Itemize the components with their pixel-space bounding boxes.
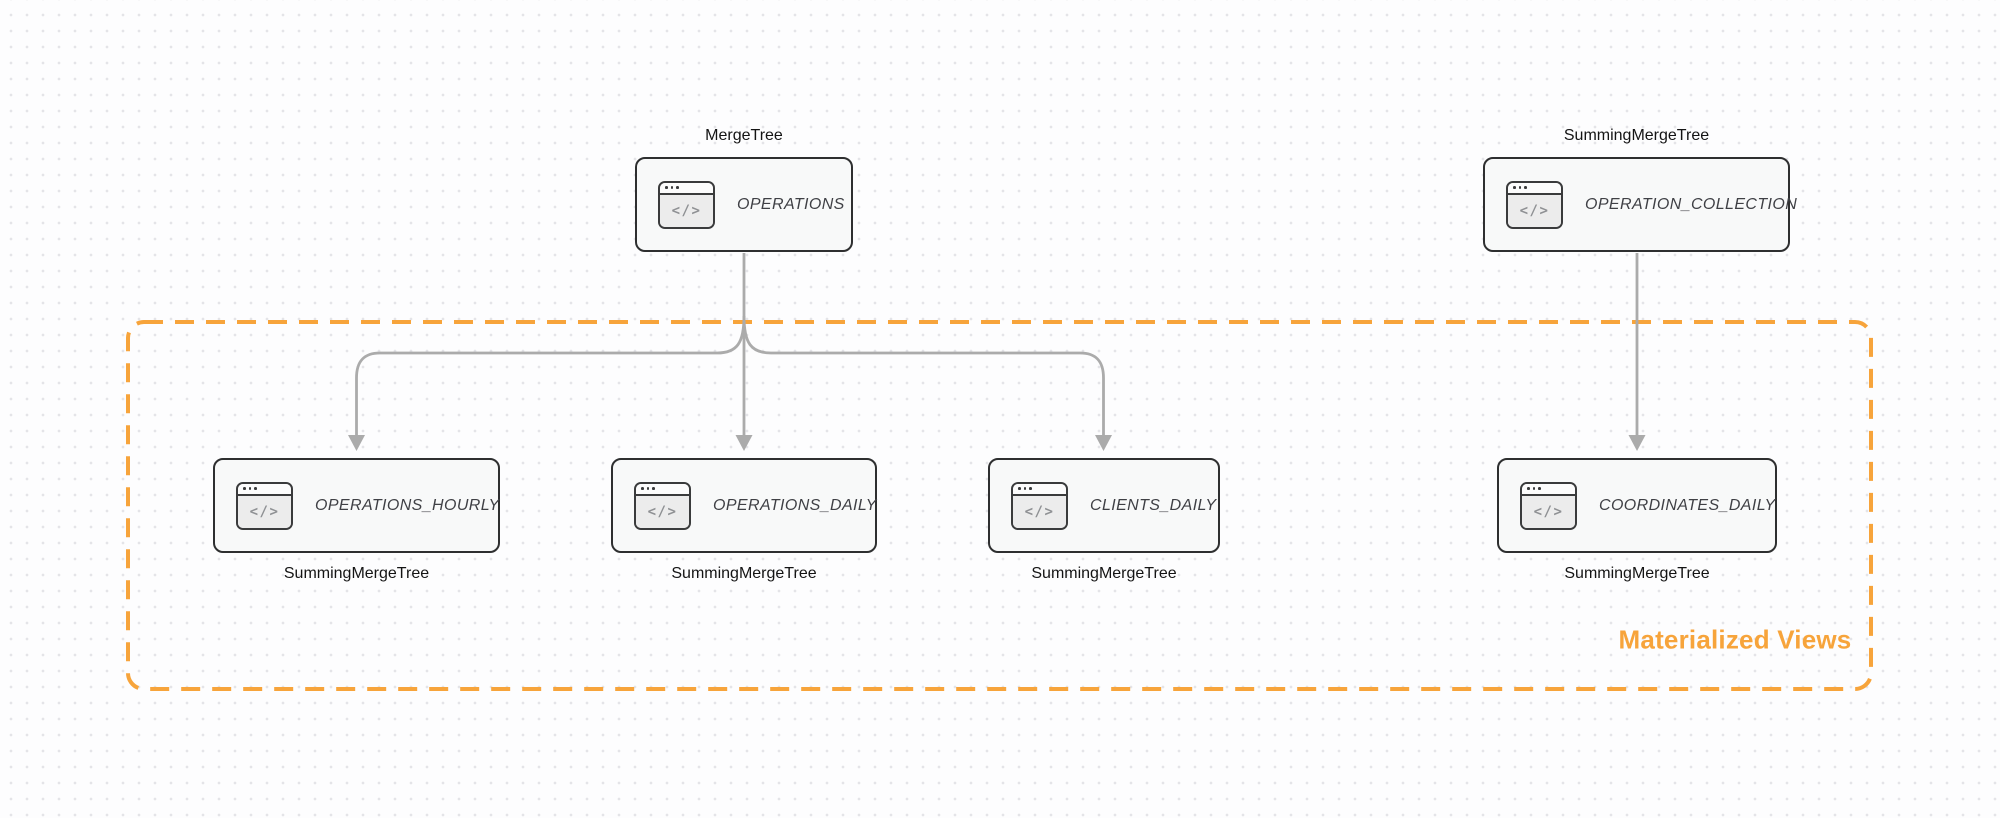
code-glyph: </> bbox=[1013, 495, 1066, 528]
code-window-icon: </> bbox=[1520, 481, 1577, 530]
node-operation-collection: SummingMergeTree </> OPERATION_COLLECTIO… bbox=[1483, 126, 1797, 252]
code-glyph: </> bbox=[1508, 194, 1561, 227]
code-window-icon: </> bbox=[1506, 180, 1563, 229]
engine-label-operation-collection: SummingMergeTree bbox=[1563, 127, 1710, 144]
node-operations-daily: </> OPERATIONS_DAILY SummingMergeTree bbox=[611, 458, 877, 584]
node-box-operation-collection[interactable]: </> OPERATION_COLLECTION bbox=[1483, 157, 1797, 252]
engine-label-operations: MergeTree bbox=[705, 127, 783, 144]
window-dots-icon bbox=[1013, 483, 1066, 496]
code-window-icon: </> bbox=[634, 481, 691, 530]
engine-label-clients-daily: SummingMergeTree bbox=[1031, 565, 1177, 582]
code-window-icon: </> bbox=[236, 481, 293, 530]
engine-label-operations-daily: SummingMergeTree bbox=[671, 565, 817, 582]
node-box-coordinates-daily[interactable]: </> COORDINATES_DAILY bbox=[1497, 458, 1777, 553]
window-dots-icon bbox=[1508, 182, 1561, 195]
code-window-icon: </> bbox=[1011, 481, 1068, 530]
window-dots-icon bbox=[636, 483, 689, 496]
edge-operations-to-clients-daily bbox=[742, 315, 1112, 451]
engine-label-operations-hourly: SummingMergeTree bbox=[283, 565, 430, 582]
edge-operation-collection-to-coordinates-daily bbox=[1628, 253, 1646, 451]
code-glyph: </> bbox=[636, 495, 689, 528]
node-box-operations-daily[interactable]: </> OPERATIONS_DAILY bbox=[611, 458, 877, 553]
node-box-operations-hourly[interactable]: </> OPERATIONS_HOURLY bbox=[213, 458, 500, 553]
engine-label-coordinates-daily: SummingMergeTree bbox=[1564, 565, 1710, 582]
node-label-operations: OPERATIONS bbox=[737, 195, 845, 213]
node-box-clients-daily[interactable]: </> CLIENTS_DAILY bbox=[988, 458, 1220, 553]
node-label-coordinates-daily: COORDINATES_DAILY bbox=[1599, 496, 1776, 514]
code-glyph: </> bbox=[238, 495, 291, 528]
code-window-icon: </> bbox=[658, 180, 715, 229]
window-dots-icon bbox=[238, 483, 291, 496]
node-coordinates-daily: </> COORDINATES_DAILY SummingMergeTree bbox=[1497, 458, 1777, 584]
window-dots-icon bbox=[1522, 483, 1575, 496]
node-label-operations-daily: OPERATIONS_DAILY bbox=[713, 496, 877, 514]
edge-operations-to-operations-hourly bbox=[348, 315, 746, 451]
node-clients-daily: </> CLIENTS_DAILY SummingMergeTree bbox=[988, 458, 1220, 584]
node-operations: MergeTree </> OPERATIONS bbox=[635, 126, 853, 252]
window-dots-icon bbox=[660, 182, 713, 195]
edge-operations-to-operations-daily bbox=[735, 253, 753, 451]
node-box-operations[interactable]: </> OPERATIONS bbox=[635, 157, 853, 252]
materialized-views-region bbox=[126, 320, 1873, 691]
code-glyph: </> bbox=[1522, 495, 1575, 528]
node-label-clients-daily: CLIENTS_DAILY bbox=[1090, 496, 1217, 514]
node-label-operation-collection: OPERATION_COLLECTION bbox=[1585, 195, 1798, 213]
materialized-views-label: Materialized Views bbox=[1618, 624, 1852, 655]
code-glyph: </> bbox=[660, 194, 713, 227]
node-operations-hourly: </> OPERATIONS_HOURLY SummingMergeTree bbox=[213, 458, 500, 584]
node-label-operations-hourly: OPERATIONS_HOURLY bbox=[315, 496, 500, 514]
